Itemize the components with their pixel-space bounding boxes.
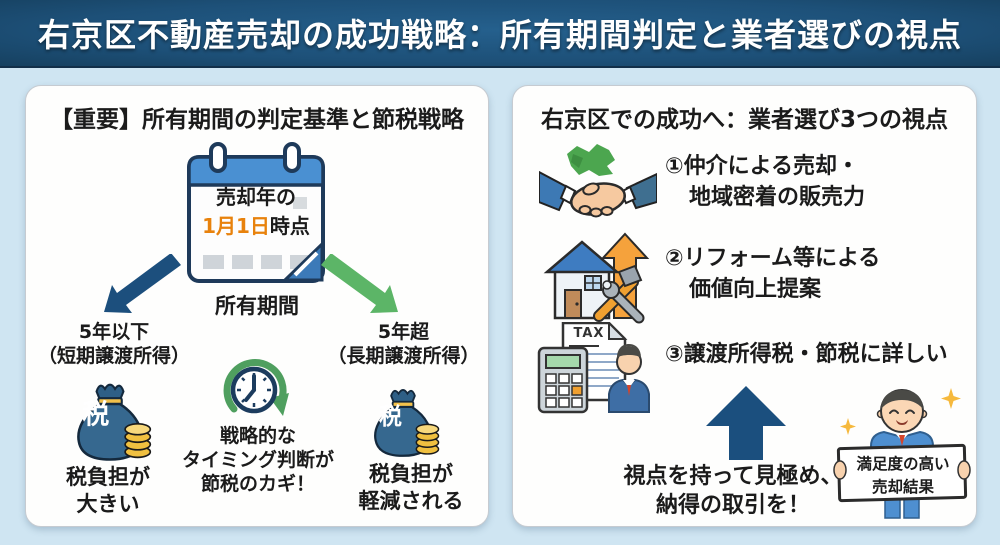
money-bag-graphic xyxy=(77,383,152,461)
up-arrow-icon xyxy=(706,386,786,461)
point-2-line1: ②リフォーム等による xyxy=(665,246,881,271)
sign-line1: 満足度の高い xyxy=(856,455,950,473)
point-3-line1: ③譲渡所得税・節税に詳しい xyxy=(665,342,948,367)
calendar-date-highlight: 1月1日 xyxy=(202,214,270,238)
long-term-line2: （長期譲渡所得） xyxy=(327,345,480,368)
point-2-line2: 価値向上提案 xyxy=(689,276,822,302)
tax-character: 税 xyxy=(82,399,110,431)
handshake-map-icon xyxy=(538,142,658,238)
page-title: 右京区不動産売却の成功戦略：所有期間判定と業者選びの視点 xyxy=(37,16,962,54)
point-3-text: ③譲渡所得税・節税に詳しい xyxy=(665,340,948,371)
short-term-label: 5年以下 （短期譲渡所得） xyxy=(24,320,204,369)
title-banner: 右京区不動産売却の成功戦略：所有期間判定と業者選びの視点 xyxy=(0,0,1000,68)
clock-graphic xyxy=(223,359,289,416)
conclusion-text: 視点を持って見極め、 納得の取引を！ xyxy=(543,462,923,520)
tax-advisor-icon: TAX xyxy=(537,320,661,418)
tax-doc-label: TAX xyxy=(573,326,605,341)
tax-document-graphic xyxy=(537,320,650,414)
point-1-line2: 地域密着の販売力 xyxy=(689,184,866,210)
branch-label: 所有期間 xyxy=(215,294,299,318)
house-renovation-icon xyxy=(541,232,653,326)
holding-period-panel: 【重要】所有期間の判定基準と節税戦略 売却年の 1月1日時点 xyxy=(25,85,489,527)
tax-bag-large-icon: 税 xyxy=(68,378,152,462)
left-panel-title: 【重要】所有期間の判定基準と節税戦略 xyxy=(50,107,464,133)
short-term-result: 税負担が 大きい xyxy=(38,464,178,518)
timing-note-line2: タイミング判断が xyxy=(181,449,334,472)
calendar-caption-line1: 売却年の xyxy=(216,185,296,209)
long-term-line1: 5年超 xyxy=(377,321,430,343)
long-term-label: 5年超 （長期譲渡所得） xyxy=(316,320,491,369)
right-panel-title: 右京区での成功へ：業者選び3つの視点 xyxy=(540,107,948,133)
handshake-graphic xyxy=(538,144,658,218)
tax-bag-small-icon: 税 xyxy=(366,384,440,458)
long-result-line1: 税負担が xyxy=(369,462,453,486)
point-1-text: ①仲介による売却・ 地域密着の販売力 xyxy=(665,152,865,214)
timing-note-line1: 戦略的な xyxy=(219,425,296,447)
person-sign-graphic xyxy=(833,388,971,519)
happy-seller-icon xyxy=(831,384,973,524)
long-term-result: 税負担が 軽減される xyxy=(341,461,481,515)
calendar-graphic xyxy=(187,142,325,283)
timing-clock-icon xyxy=(208,358,308,422)
short-term-line2: （短期譲渡所得） xyxy=(37,345,190,368)
short-term-arrow xyxy=(104,254,181,313)
long-term-arrow xyxy=(321,254,398,313)
short-term-line1: 5年以下 xyxy=(78,321,150,343)
calendar-date-suffix: 時点 xyxy=(269,214,310,238)
conclusion-line1: 視点を持って見極め、 xyxy=(623,464,843,489)
calendar-icon: 売却年の 1月1日時点 xyxy=(181,141,331,291)
sign-line2: 売却結果 xyxy=(871,478,934,497)
short-result-line1: 税負担が xyxy=(66,465,150,489)
timing-note-line3: 節税のカギ！ xyxy=(200,473,315,496)
point-1-line1: ①仲介による売却・ xyxy=(665,154,859,179)
conclusion-line2: 納得の取引を！ xyxy=(655,493,810,519)
short-result-line2: 大きい xyxy=(76,491,140,516)
result-sign-text: 満足度の高い 売却結果 xyxy=(839,453,967,500)
timing-note: 戦略的な タイミング判断が 節税のカギ！ xyxy=(138,424,378,496)
point-2-text: ②リフォーム等による 価値向上提案 xyxy=(665,244,880,306)
calendar-caption-line2: 1月1日時点 xyxy=(189,212,323,241)
agent-selection-panel: 右京区での成功へ：業者選び3つの視点 ①仲介による売却・ 地 xyxy=(512,85,977,527)
long-result-line2: 軽減される xyxy=(358,488,464,513)
house-graphic xyxy=(543,232,650,324)
branch-arrows xyxy=(104,254,398,313)
tax-character: 税 xyxy=(378,403,402,430)
calendar-caption: 売却年の 1月1日時点 xyxy=(189,183,323,241)
up-arrow-graphic xyxy=(706,386,786,460)
money-bag-graphic xyxy=(374,389,440,457)
